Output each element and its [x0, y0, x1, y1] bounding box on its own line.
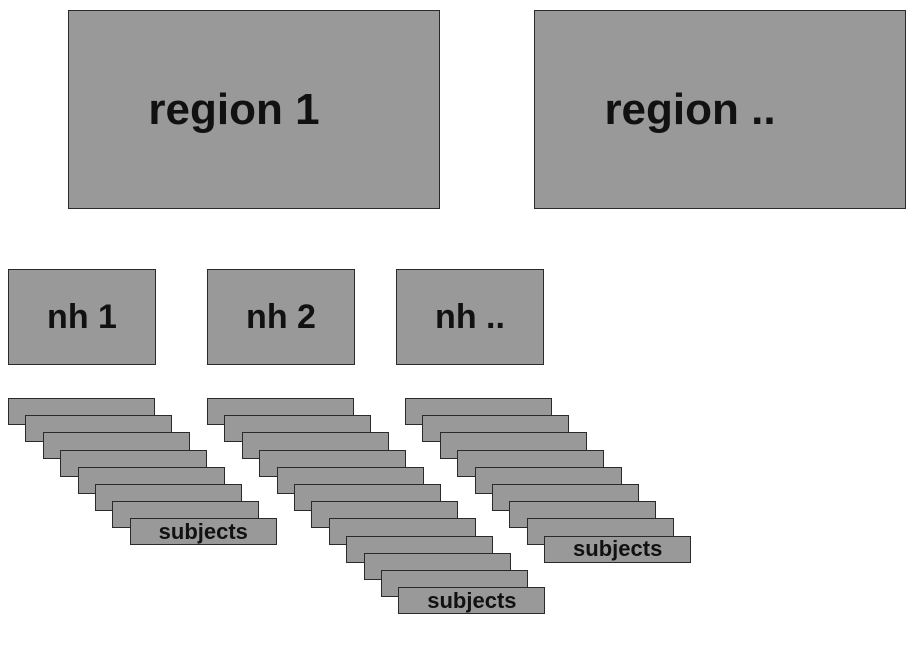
- region-1-label: region 1: [148, 84, 320, 134]
- nh-1-label: nh 1: [47, 297, 117, 336]
- nh-3-box: nh ..: [396, 269, 544, 365]
- subject-card: subjects: [544, 535, 692, 563]
- nh-2-box: nh 2: [207, 269, 355, 365]
- nh-2-label: nh 2: [246, 297, 316, 336]
- subject-card: subjects: [398, 587, 546, 615]
- subjects-label: subjects: [427, 587, 517, 613]
- region-2-box: region ..: [534, 10, 906, 209]
- nh-1-box: nh 1: [8, 269, 156, 365]
- region-2-label: region ..: [604, 84, 776, 134]
- region-1-box: region 1: [68, 10, 440, 209]
- subject-card: subjects: [129, 518, 277, 546]
- subjects-label: subjects: [573, 536, 663, 562]
- nh-3-label: nh ..: [435, 297, 505, 336]
- subjects-label: subjects: [158, 518, 248, 544]
